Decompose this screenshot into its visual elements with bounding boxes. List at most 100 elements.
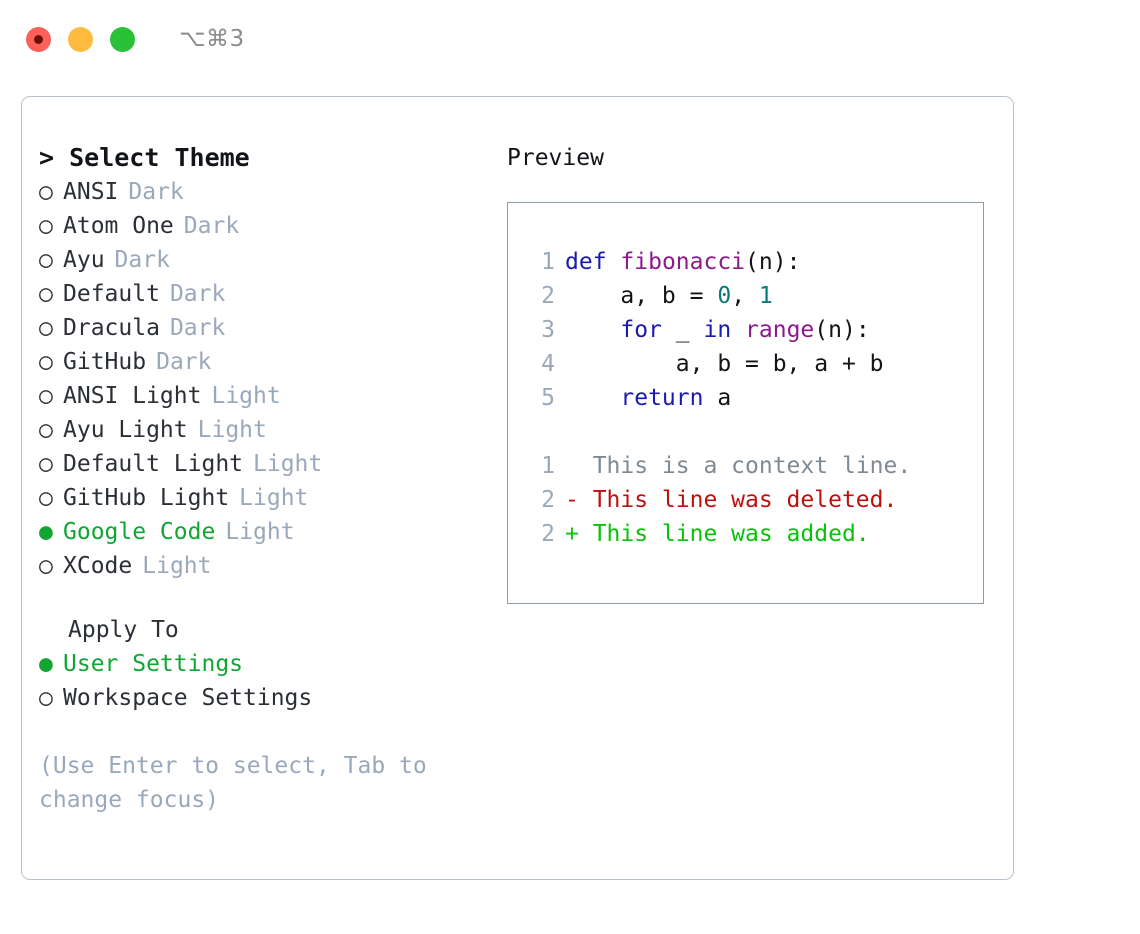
theme-option-label: ANSI <box>63 179 119 205</box>
theme-option-tag: Dark <box>156 349 212 375</box>
theme-option-tag: Light <box>239 485 309 511</box>
keyboard-shortcut-indicator: ⌥⌘3 <box>179 26 245 52</box>
radio-unselected-icon: ○ <box>39 281 53 307</box>
code-token: in <box>703 317 732 343</box>
code-line: 2 a, b = 0, 1 <box>528 279 983 313</box>
code-token <box>607 249 621 275</box>
diff-line-text: + This line was added. <box>565 521 870 547</box>
theme-option-github[interactable]: ○ GitHub Dark <box>39 345 487 379</box>
theme-option-tag: Light <box>197 417 267 443</box>
radio-unselected-icon: ○ <box>39 451 53 477</box>
diff-line-text: - This line was deleted. <box>565 487 898 513</box>
theme-option-ansi[interactable]: ○ ANSI Dark <box>39 175 487 209</box>
code-token: 0 <box>717 283 732 309</box>
code-line: 4 a, b = b, a + b <box>528 347 983 381</box>
theme-option-tag: Light <box>211 383 281 409</box>
diff-line: 1 This is a context line. <box>528 449 983 483</box>
theme-option-label: GitHub Light <box>63 485 230 511</box>
code-token: 1 <box>758 283 773 309</box>
code-token: _ <box>661 317 704 343</box>
keyboard-hint: (Use Enter to select, Tab to change focu… <box>39 753 441 813</box>
apply-to-heading: Apply To <box>68 617 179 643</box>
theme-option-label: Atom One <box>63 213 174 239</box>
diff-line: 2 - This line was deleted. <box>528 483 983 517</box>
theme-option-ayu-light[interactable]: ○ Ayu Light Light <box>39 413 487 447</box>
code-token <box>565 317 620 343</box>
line-number: 2 <box>541 521 555 547</box>
apply-to-option-workspace-settings[interactable]: ○ Workspace Settings <box>39 681 487 715</box>
close-button[interactable] <box>26 26 51 52</box>
code-diff-spacer <box>528 415 983 449</box>
minimize-button[interactable] <box>68 26 93 52</box>
theme-option-tag: Light <box>142 553 212 579</box>
apply-to-option-label: Workspace Settings <box>63 685 313 711</box>
code-token: fibonacci <box>620 249 746 275</box>
diff-sample: 1 This is a context line. 2 - This line wa… <box>528 449 983 551</box>
radio-unselected-icon: ○ <box>39 383 53 409</box>
code-token: (n): <box>745 249 801 275</box>
theme-option-tag: Dark <box>169 315 226 341</box>
theme-option-xcode[interactable]: ○ XCode Light <box>39 549 487 583</box>
radio-unselected-icon: ○ <box>39 349 53 375</box>
line-number: 5 <box>541 385 555 411</box>
line-number: 2 <box>541 283 555 309</box>
code-token: return <box>620 385 704 411</box>
section-spacer <box>39 583 487 613</box>
radio-unselected-icon: ○ <box>39 685 53 711</box>
code-line: 3 for _ in range(n): <box>528 313 983 347</box>
radio-unselected-icon: ○ <box>39 485 53 511</box>
diff-line: 2 + This line was added. <box>528 517 983 551</box>
theme-option-github-light[interactable]: ○ GitHub Light Light <box>39 481 487 515</box>
code-token: (n): <box>814 317 870 343</box>
theme-option-tag: Light <box>225 519 295 545</box>
code-token: a, b = <box>565 283 718 309</box>
line-number: 2 <box>541 487 555 513</box>
code-token: a, b = b, a + b <box>565 351 884 377</box>
title-bar: ⌥⌘3 <box>0 0 1140 78</box>
page-title: > Select Theme <box>39 143 250 172</box>
apply-to-option-user-settings[interactable]: ● User Settings <box>39 647 487 681</box>
theme-option-tag: Dark <box>169 281 226 307</box>
theme-option-label: Ayu Light <box>63 417 188 443</box>
code-token: range <box>745 317 815 343</box>
radio-unselected-icon: ○ <box>39 417 53 443</box>
radio-unselected-icon: ○ <box>39 179 53 205</box>
apply-to-list[interactable]: ● User Settings ○ Workspace Settings <box>39 647 487 715</box>
theme-option-label: GitHub <box>63 349 147 375</box>
apply-to-option-label: User Settings <box>63 651 244 677</box>
theme-option-tag: Dark <box>183 213 240 239</box>
code-line: 5 return a <box>528 381 983 415</box>
theme-option-tag: Dark <box>128 179 184 205</box>
radio-unselected-icon: ○ <box>39 247 53 273</box>
line-number: 1 <box>541 249 555 275</box>
theme-option-tag: Light <box>253 451 323 477</box>
radio-unselected-icon: ○ <box>39 553 53 579</box>
theme-option-ansi-light[interactable]: ○ ANSI Light Light <box>39 379 487 413</box>
theme-option-label: ANSI Light <box>63 383 202 409</box>
traffic-lights <box>26 26 135 52</box>
zoom-button[interactable] <box>110 26 135 52</box>
line-number: 1 <box>541 453 555 479</box>
line-number: 3 <box>541 317 555 343</box>
line-number: 4 <box>541 351 555 377</box>
theme-option-label: XCode <box>63 553 133 579</box>
theme-option-label: Ayu <box>63 247 105 273</box>
diff-line-text: This is a context line. <box>565 453 912 479</box>
radio-selected-icon: ● <box>39 651 53 677</box>
code-token: for <box>620 317 662 343</box>
theme-option-label: Dracula <box>63 315 160 341</box>
